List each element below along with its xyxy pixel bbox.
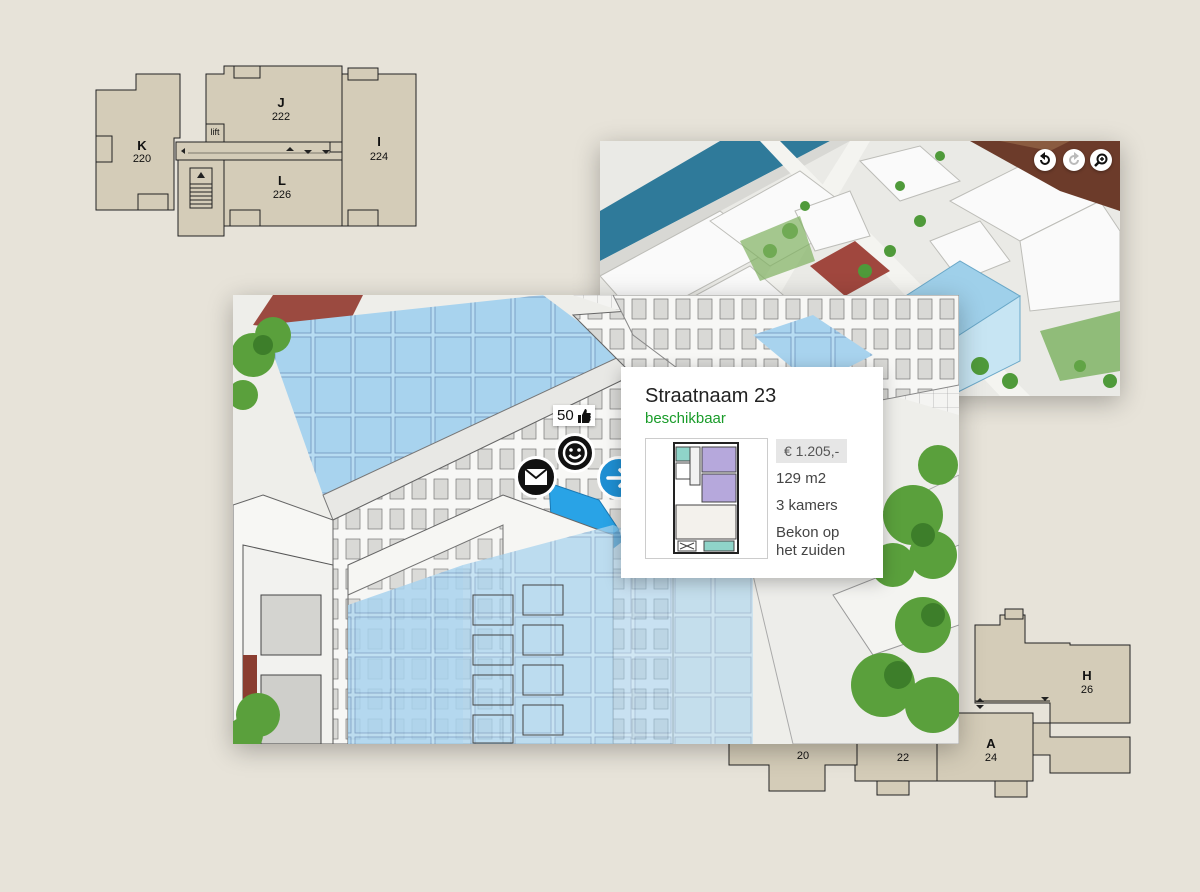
listing-status: beschikbaar (645, 410, 726, 427)
unit-h-number: 26 (1081, 684, 1093, 696)
thumbs-up-icon (577, 408, 591, 423)
unit-i[interactable] (341, 73, 417, 227)
listing-rooms: 3 kamers (776, 497, 838, 514)
listing-popup[interactable]: Straatnaam 23 beschikbaar € 1.205,- 129 … (621, 367, 883, 578)
unit-22-number: 22 (897, 752, 909, 764)
unit-20-number: 20 (797, 750, 809, 762)
unit-j-letter: J (277, 95, 284, 110)
listing-price: € 1.205,- (776, 439, 848, 463)
rotate-left-button[interactable] (1034, 149, 1056, 171)
unit-l-letter: L (278, 173, 286, 188)
mail-button[interactable] (515, 456, 557, 498)
zoom-button[interactable] (1090, 149, 1112, 171)
smiley-button[interactable] (555, 433, 595, 473)
unit-h[interactable] (974, 614, 1131, 724)
unit-h-letter: H (1082, 668, 1091, 683)
listing-area: 129 m2 (776, 470, 827, 487)
stair-core (177, 159, 225, 237)
unit-j-number: 222 (272, 111, 290, 123)
smiley-icon (562, 440, 588, 466)
unit-k-number: 220 (133, 153, 151, 165)
unit-i-number: 224 (370, 151, 388, 163)
unit-k[interactable] (95, 73, 181, 211)
lift-label: lift (211, 127, 220, 137)
rotate-left-icon (1040, 152, 1050, 165)
rotate-right-button[interactable] (1063, 149, 1085, 171)
listing-balcony-line1: Bekon op (776, 524, 840, 541)
unit-floorplan-thumbnail[interactable] (645, 438, 768, 559)
unit-a-letter: A (986, 736, 996, 751)
unit-k-letter: K (137, 138, 147, 153)
mail-icon (524, 468, 548, 485)
corridor (175, 141, 343, 161)
floorplan-top: lift K 220 J 222 I 224 L 226 (95, 65, 417, 237)
listing-address: Straatnaam 23 (645, 385, 777, 407)
unit-l-number: 226 (273, 189, 291, 201)
unit-j[interactable] (205, 65, 343, 143)
unit-a-number: 24 (985, 752, 997, 764)
unit-floorplan-drawing (673, 442, 739, 554)
unit-i-letter: I (377, 134, 381, 149)
zoom-icon (1094, 153, 1108, 167)
listing-balcony-line2: het zuiden (776, 542, 846, 559)
likes-count: 50 (557, 407, 574, 424)
rotate-right-icon (1069, 152, 1079, 165)
likes-badge[interactable]: 50 (553, 405, 595, 426)
